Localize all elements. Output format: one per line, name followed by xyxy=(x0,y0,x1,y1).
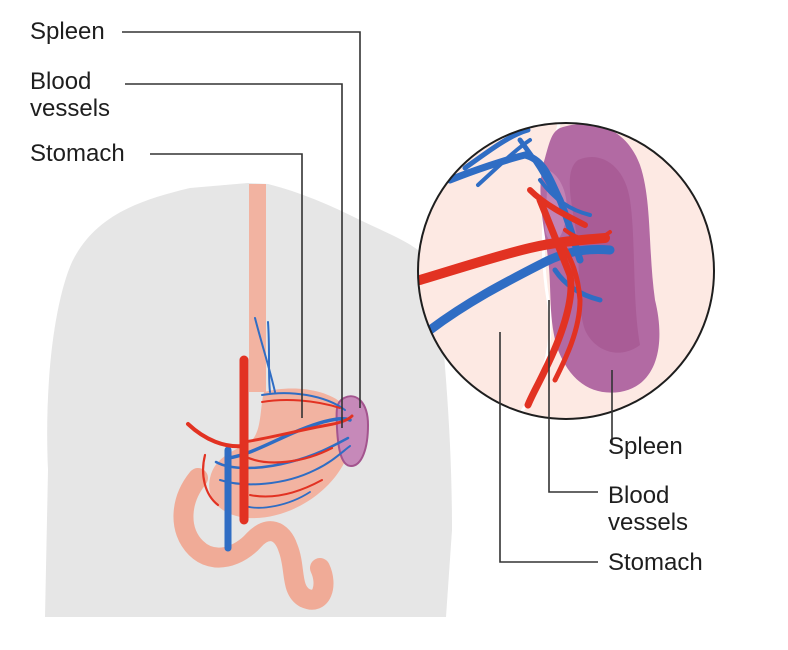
label-blood-vessels-right: Blood vessels xyxy=(608,482,689,536)
label-stomach-right: Stomach xyxy=(608,549,703,576)
label-blood-vessels-left: Blood vessels xyxy=(30,68,111,122)
leader-blood-vessels-right xyxy=(548,300,598,493)
leader-stomach-right xyxy=(499,332,598,563)
label-spleen-left: Spleen xyxy=(30,18,105,45)
leader-blood-vessels-left xyxy=(125,83,343,428)
leader-stomach-left xyxy=(150,153,303,418)
esophagus xyxy=(249,184,266,392)
arteries-torso xyxy=(186,355,354,525)
intestine xyxy=(173,468,334,610)
leader-spleen-left xyxy=(122,31,361,408)
zoom-detail xyxy=(417,122,715,420)
leader-lines xyxy=(122,31,613,563)
label-stomach-left: Stomach xyxy=(30,140,125,167)
spleen-organ-small xyxy=(335,395,370,468)
label-spleen-right: Spleen xyxy=(608,433,683,460)
